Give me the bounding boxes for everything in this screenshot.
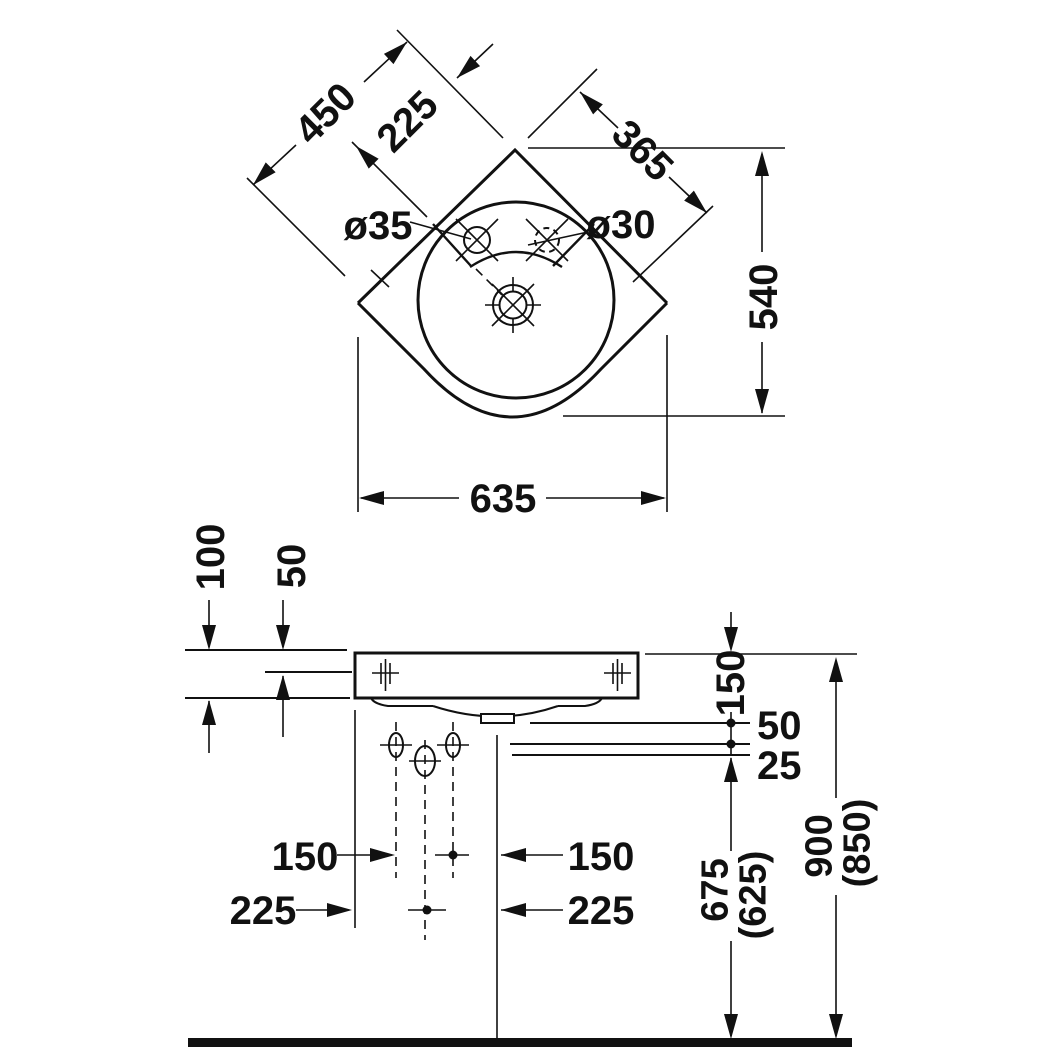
leader-hole-left [409,221,472,240]
svg-text:100: 100 [189,524,233,591]
drain-stub [480,713,515,724]
level-lines [510,722,750,756]
dim-row-225: 225 225 [230,889,635,933]
svg-text:150: 150 [709,650,753,717]
svg-text:225: 225 [568,889,635,933]
dim-50-wall: 50 [270,544,314,737]
dim-column-outer: 900 (850) [645,653,878,1039]
svg-text:540: 540 [742,264,786,331]
dim-100: 100 [189,524,233,753]
plan-view: ø35 ø30 450 225 365 [246,29,786,521]
svg-text:635: 635 [470,477,537,521]
tap-hole-left [455,218,499,262]
wall-lines [185,649,352,699]
dim-column-inner: 150 50 25 675 (625) [694,612,802,1039]
svg-text:675: 675 [694,858,736,921]
label-hole-right: ø30 [587,203,656,247]
elevation-view: 100 50 [185,524,878,1047]
svg-text:450: 450 [287,75,365,153]
dim-635: 635 [357,335,668,521]
svg-text:(625): (625) [732,851,774,940]
faucet-mark-left [372,659,399,691]
basin-body [353,651,640,700]
svg-text:225: 225 [369,83,447,161]
drain-centerline [475,268,503,296]
floor-line [188,1038,852,1047]
leader-hole-right [527,231,589,246]
dim-row-150: 150 150 [272,835,635,879]
svg-text:900: 900 [798,814,840,877]
dim-540: 540 [528,147,786,417]
svg-text:(850): (850) [836,799,878,888]
svg-text:150: 150 [272,835,339,879]
label-hole-left: ø35 [344,204,413,248]
basin-outline [356,147,669,419]
basin-bowl [416,200,616,400]
svg-text:50: 50 [757,704,802,748]
svg-text:50: 50 [270,544,314,589]
faucet-mark-right [604,659,631,691]
svg-text:225: 225 [230,889,297,933]
tap-hole-right [525,218,569,262]
svg-text:150: 150 [568,835,635,879]
svg-text:25: 25 [757,744,802,788]
